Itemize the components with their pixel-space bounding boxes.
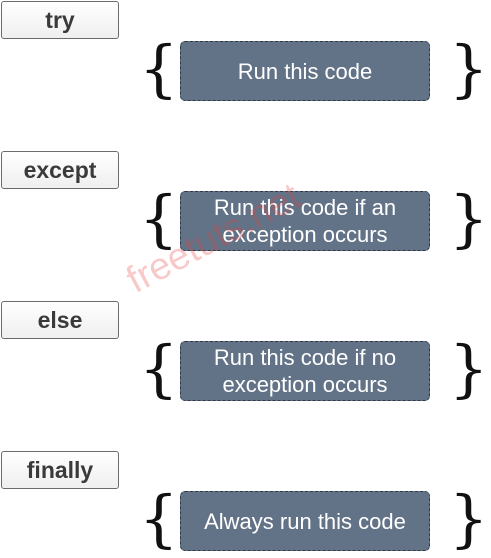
open-brace: {: [139, 482, 179, 555]
close-brace: }: [449, 32, 489, 105]
code-box-else: Run this code if no exception occurs: [180, 341, 430, 401]
keyword-finally: finally: [1, 451, 119, 489]
code-box-except: Run this code if an exception occurs: [180, 191, 430, 251]
open-brace: {: [139, 32, 179, 105]
close-brace: }: [449, 332, 489, 405]
open-brace: {: [139, 182, 179, 255]
code-box-try: Run this code: [180, 41, 430, 101]
close-brace: }: [449, 182, 489, 255]
open-brace: {: [139, 332, 179, 405]
close-brace: }: [449, 482, 489, 555]
keyword-except: except: [1, 151, 119, 189]
code-box-finally: Always run this code: [180, 491, 430, 551]
keyword-else: else: [1, 301, 119, 339]
keyword-try: try: [1, 1, 119, 39]
